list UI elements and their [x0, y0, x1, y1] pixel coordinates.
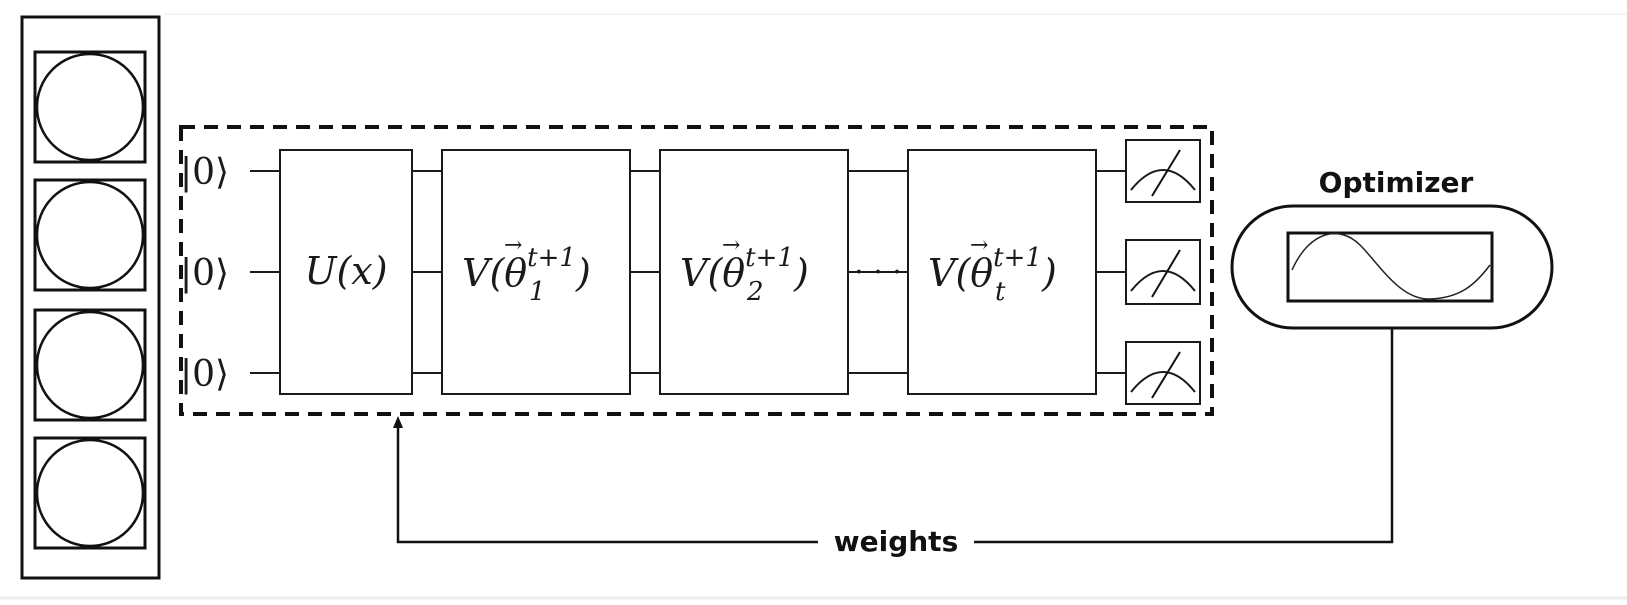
input-panel [20, 15, 161, 580]
gate-v2-vector-arrow: → [722, 233, 740, 258]
sine-wave-icon [1291, 232, 1491, 300]
weights-label: weights [834, 525, 958, 558]
gate-v1-sup: t+1 [527, 243, 576, 273]
input-node-4 [33, 436, 147, 550]
gate-v2-prefix: V( [680, 251, 723, 295]
svg-text:V(θt+1): V(θt+1) [680, 243, 809, 295]
measurement-meter-3 [1125, 341, 1201, 405]
feedback-arrowhead [393, 416, 403, 428]
svg-text:V(θt+1): V(θt+1) [462, 243, 591, 295]
gate-v1-prefix: V( [462, 251, 505, 295]
input-circle [35, 52, 145, 162]
meter-icon [1130, 270, 1196, 292]
ket-label-2: |0⟩ [180, 253, 229, 294]
measurement-meter-1 [1125, 139, 1201, 203]
weights-feedback-loop: weights [393, 328, 1394, 558]
gate-vt-sup: t+1 [993, 243, 1042, 273]
measurement-meter-2 [1125, 239, 1201, 305]
circuit-boundary [179, 125, 1214, 416]
gate-vt-vector-arrow: → [970, 233, 988, 258]
gate-vt-theta: θ [970, 251, 993, 295]
input-node-2 [33, 178, 147, 292]
svg-text:V(θt+1): V(θt+1) [928, 243, 1057, 295]
gate-v2-theta: θ [722, 251, 745, 295]
gate-vt-suffix: ) [1041, 251, 1057, 295]
input-circle [35, 438, 145, 548]
gate-vt-sub: t [995, 277, 1006, 307]
input-circle [35, 310, 145, 420]
gate-v2-sub: 2 [746, 277, 764, 307]
gate-v2: V(θt+1) 2 → [659, 149, 849, 395]
optimizer-label: Optimizer [1319, 166, 1474, 199]
gate-vt: V(θt+1) t → [907, 149, 1097, 395]
gate-encoding: U(x) [279, 149, 413, 395]
meter-icon [1130, 169, 1196, 191]
gate-v1-vector-arrow: → [504, 233, 522, 258]
gate-v2-sup: t+1 [745, 243, 794, 273]
input-circle [35, 180, 145, 290]
ket-label-1: |0⟩ [180, 152, 229, 193]
meter-icon [1130, 371, 1196, 393]
optimizer: Optimizer [1230, 166, 1554, 330]
gate-v1-sub: 1 [529, 277, 546, 307]
ket-label-3: |0⟩ [180, 354, 229, 395]
feedback-line-right [974, 328, 1394, 544]
gate-ellipsis: · · · [854, 255, 902, 290]
feedback-line-left [396, 424, 818, 544]
gate-v1-suffix: ) [575, 251, 591, 295]
gate-u-label: U(x) [304, 249, 387, 293]
gate-v1-theta: θ [504, 251, 527, 295]
input-node-1 [33, 50, 147, 164]
input-node-3 [33, 308, 147, 422]
optimizer-screen [1286, 231, 1494, 303]
gate-vt-prefix: V( [928, 251, 971, 295]
gate-v1: V(θt+1) 1 → [441, 149, 631, 395]
gate-v2-suffix: ) [793, 251, 809, 295]
